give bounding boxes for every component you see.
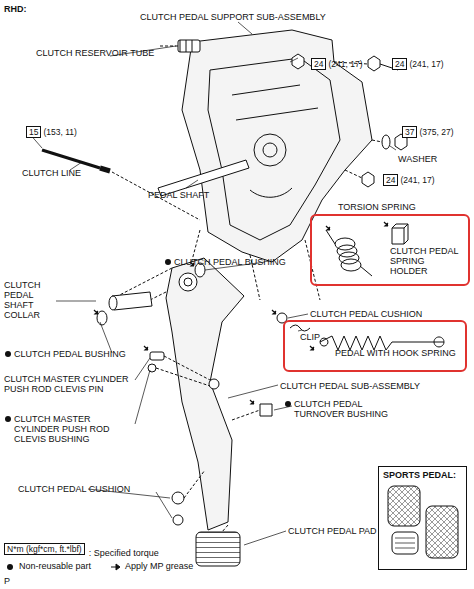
torque-value: 37 [405, 127, 414, 137]
part-name: CLUTCH PEDAL BUSHING [14, 349, 126, 359]
part-name: PEDAL SHAFT [148, 190, 209, 200]
part-name: PEDAL WITH HOOK SPRING [335, 348, 456, 358]
legend-item: Apply MP grease [110, 561, 193, 572]
highlight-box: TORSION SPRINGCLUTCH PEDAL SPRING HOLDER [310, 214, 470, 286]
part-name: TORSION SPRING [338, 202, 416, 212]
highlight-box: PEDAL WITH HOOK SPRING [283, 320, 467, 372]
part-name: CLUTCH MASTER CYLINDER PUSH ROD CLEVIS P… [4, 374, 136, 394]
part-name: CLUTCH MASTER CYLINDER PUSH ROD CLEVIS B… [14, 414, 138, 444]
torque-units: (241, 17) [400, 175, 434, 185]
part-name: CLUTCH PEDAL BUSHING [174, 257, 286, 267]
legend-text: Apply MP grease [125, 561, 193, 571]
torque-box: 24(241, 17) [311, 58, 326, 70]
inset-title: SPORTS PEDAL: [383, 470, 456, 480]
page-mark: P [4, 576, 10, 586]
part-name: CLUTCH LINE [22, 168, 81, 178]
legend-note: : Specified torque [89, 548, 159, 558]
part-name: CLUTCH RESERVOIR TUBE [36, 48, 154, 58]
legend-text: Non-reusable part [19, 561, 91, 571]
torque-units: (241, 17) [328, 59, 362, 69]
drive-side-note: RHD: [4, 4, 27, 14]
part-name: CLUTCH PEDAL SUB-ASSEMBLY [280, 381, 420, 391]
torque-value: 24 [386, 175, 395, 185]
part-name: WASHER [398, 154, 437, 164]
torque-units: (375, 27) [419, 127, 453, 137]
part-name: CLUTCH PEDAL SUPPORT SUB-ASSEMBLY [140, 12, 326, 22]
torque-box: 37(375, 27) [402, 126, 417, 138]
part-name: CLUTCH PEDAL PAD [288, 526, 377, 536]
legend-sample [110, 562, 122, 572]
torque-box: 15(153, 11) [26, 126, 41, 138]
legend-sample [4, 562, 16, 572]
part-name: CLUTCH PEDAL SHAFT COLLAR [4, 280, 60, 320]
torque-box: N*m (kgf*cm, ft.*lbf) [4, 543, 85, 555]
part-name: CLUTCH PEDAL TURNOVER BUSHING [294, 399, 402, 419]
inset-box: SPORTS PEDAL: [378, 466, 467, 570]
part-name: CLIP [300, 332, 320, 342]
torque-value: 24 [314, 59, 323, 69]
torque-box: 24(241, 17) [392, 58, 407, 70]
torque-value: 15 [29, 127, 38, 137]
torque-box: 24(241, 17) [383, 174, 398, 186]
part-name: CLUTCH PEDAL CUSHION [18, 484, 130, 494]
torque-units: (153, 11) [43, 127, 76, 137]
part-name: CLUTCH PEDAL SPRING HOLDER [390, 246, 464, 276]
torque-value: 24 [395, 59, 404, 69]
part-name: CLUTCH PEDAL CUSHION [310, 309, 422, 319]
torque-value: N*m (kgf*cm, ft.*lbf) [7, 544, 82, 554]
torque-units: (241, 17) [409, 59, 443, 69]
legend-item: Non-reusable part [4, 561, 91, 572]
